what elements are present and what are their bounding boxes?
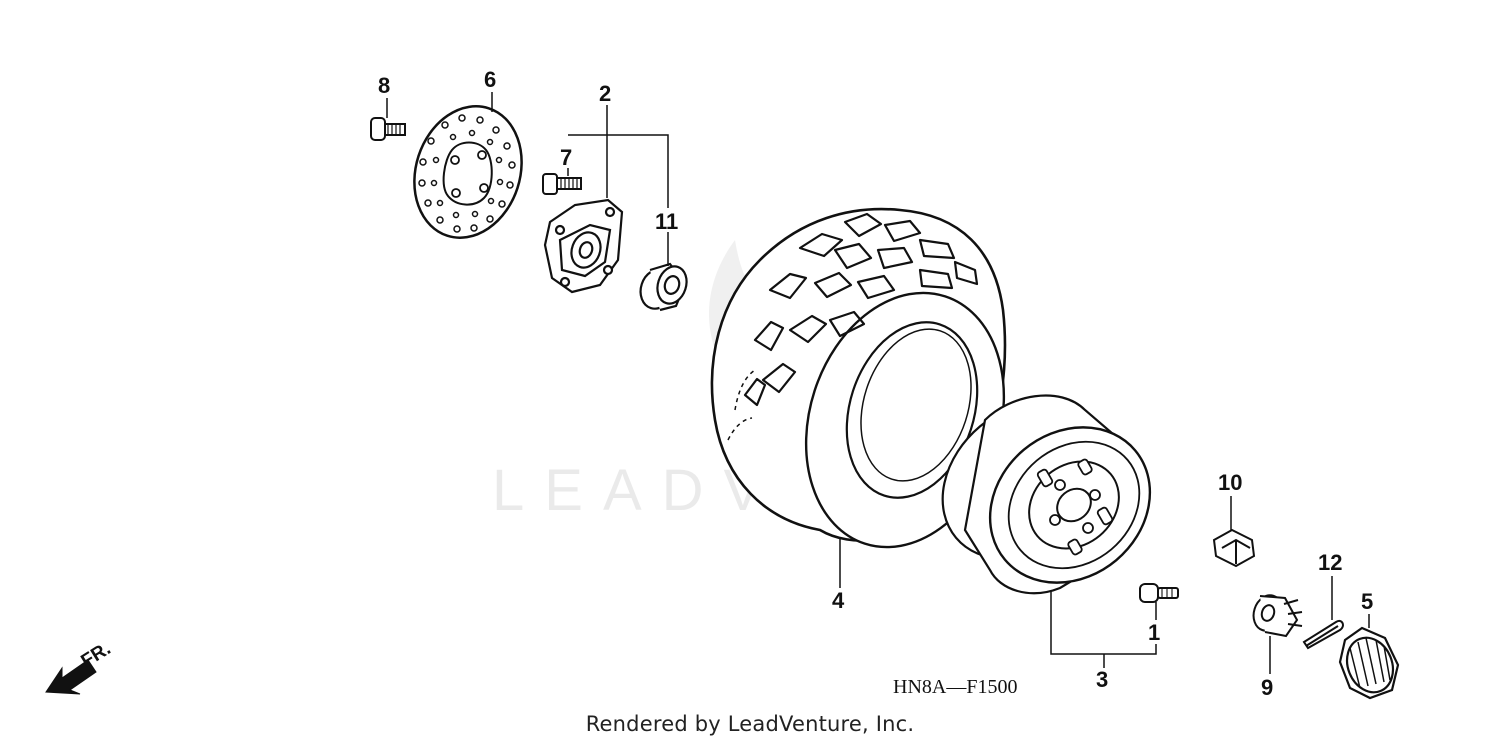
part-12-cotter-pin[interactable] bbox=[1302, 620, 1344, 650]
diagram-code: HN8A—F1500 bbox=[893, 676, 1017, 698]
part-7-stud-bolt[interactable] bbox=[542, 173, 582, 195]
footer-credit: Rendered by LeadVenture, Inc. bbox=[585, 712, 915, 736]
leader-lines bbox=[386, 92, 1370, 674]
part-4-tire[interactable] bbox=[710, 207, 1036, 573]
callout-12[interactable]: 12 bbox=[1318, 550, 1342, 575]
part-5-hub-cap[interactable] bbox=[1338, 626, 1401, 700]
part-11-bearing[interactable] bbox=[636, 262, 692, 313]
callouts: 8 6 2 7 11 4 1 3 10 9 12 5 bbox=[378, 67, 1373, 700]
callout-4[interactable]: 4 bbox=[832, 588, 845, 613]
part-8-bolt[interactable] bbox=[370, 117, 406, 141]
callout-1[interactable]: 1 bbox=[1148, 620, 1160, 645]
part-10-cap-nut[interactable] bbox=[1212, 528, 1256, 568]
callout-9[interactable]: 9 bbox=[1261, 675, 1273, 700]
callout-5[interactable]: 5 bbox=[1361, 589, 1373, 614]
part-3-rim[interactable] bbox=[911, 369, 1181, 615]
part-6-brake-disc[interactable] bbox=[398, 92, 538, 252]
callout-2[interactable]: 2 bbox=[599, 81, 611, 106]
callout-10[interactable]: 10 bbox=[1218, 470, 1242, 495]
front-direction-indicator: FR. bbox=[45, 638, 115, 695]
part-2-hub[interactable] bbox=[543, 198, 624, 294]
front-arrow-icon bbox=[45, 659, 97, 695]
callout-3[interactable]: 3 bbox=[1096, 667, 1108, 692]
callout-6[interactable]: 6 bbox=[484, 67, 496, 92]
part-9-castle-nut[interactable] bbox=[1249, 592, 1303, 638]
part-1-valve[interactable] bbox=[1139, 583, 1179, 603]
callout-7[interactable]: 7 bbox=[560, 145, 572, 170]
callout-8[interactable]: 8 bbox=[378, 73, 390, 98]
callout-11[interactable]: 11 bbox=[655, 209, 678, 234]
